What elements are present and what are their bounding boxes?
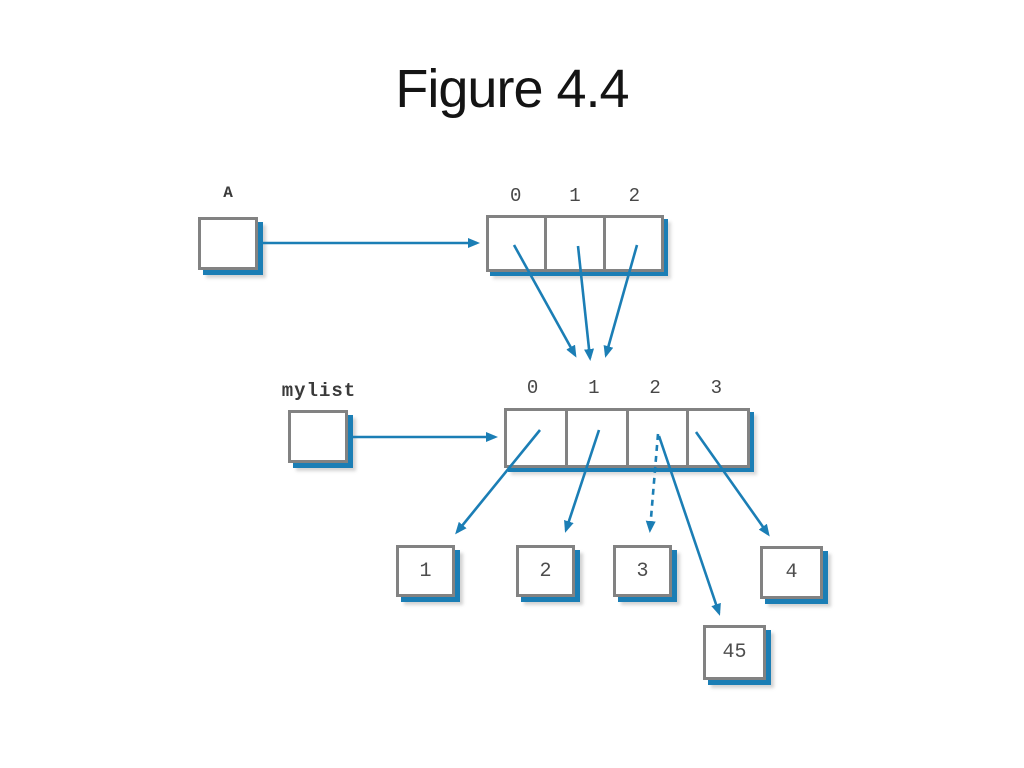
array-a bbox=[486, 215, 664, 272]
array-a-index-2: 2 bbox=[628, 185, 641, 207]
array-a-index-1: 1 bbox=[569, 185, 581, 207]
list-index-2: 2 bbox=[649, 377, 661, 399]
list-cell-3 bbox=[686, 411, 747, 465]
list-index-1: 1 bbox=[588, 377, 600, 399]
array-a-index-row: 0 1 2 bbox=[486, 185, 664, 207]
mylist-label: mylist bbox=[281, 380, 357, 402]
value-box-45: 45 bbox=[703, 625, 766, 680]
array-a-cell-2 bbox=[602, 218, 661, 269]
list-cell-2 bbox=[625, 411, 687, 465]
variable-a-label: A bbox=[223, 184, 233, 202]
list-index-3: 3 bbox=[710, 377, 723, 399]
list-array bbox=[504, 408, 750, 468]
figure-title: Figure 4.4 bbox=[395, 59, 629, 119]
mylist-box bbox=[288, 410, 348, 463]
list-cell-1 bbox=[564, 411, 626, 465]
array-a-cell-1 bbox=[544, 218, 602, 269]
value-box-4: 4 bbox=[760, 546, 823, 599]
value-box-1: 1 bbox=[396, 545, 455, 597]
value-box-2: 2 bbox=[516, 545, 575, 597]
array-a-index-0: 0 bbox=[509, 185, 522, 207]
list-array-index-row: 0 1 2 3 bbox=[502, 377, 747, 399]
variable-a-box bbox=[198, 217, 258, 270]
list-cell-0 bbox=[507, 411, 565, 465]
value-box-3: 3 bbox=[613, 545, 672, 597]
array-a-cell-0 bbox=[489, 218, 544, 269]
list-index-0: 0 bbox=[526, 377, 539, 399]
